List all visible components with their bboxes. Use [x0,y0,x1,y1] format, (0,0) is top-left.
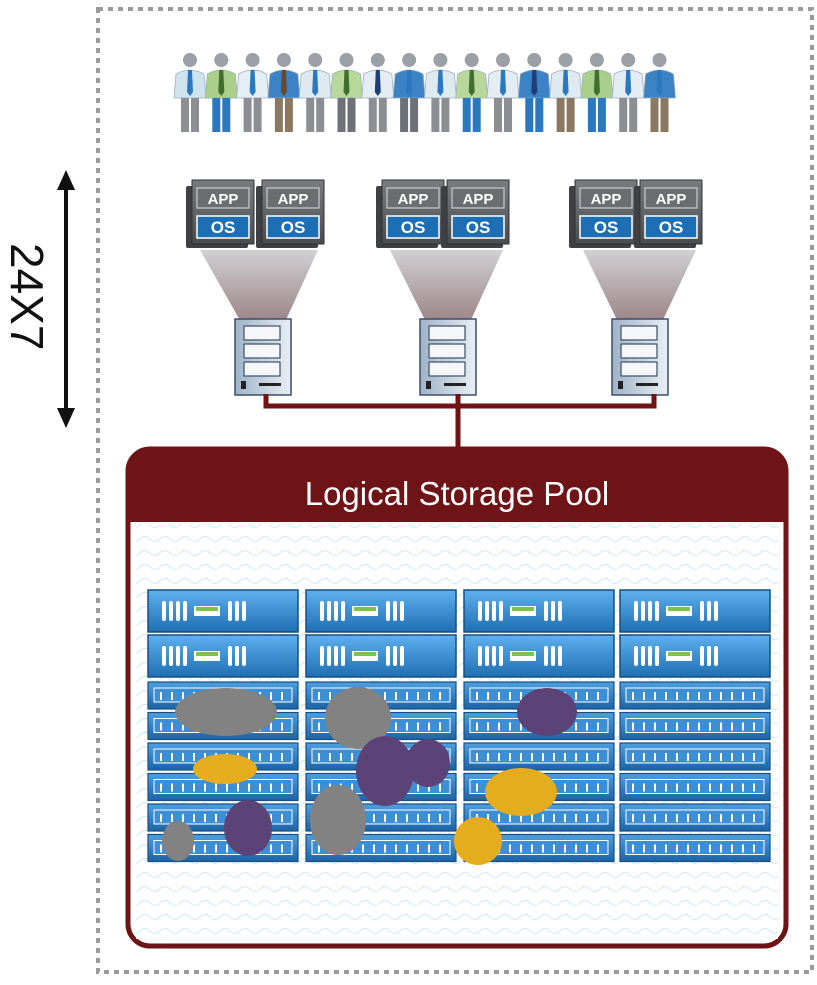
network-connection [263,394,657,452]
vm-stack: APP OS [634,179,703,248]
vm-stack: APP OS [441,179,510,248]
storage-controller [463,589,615,633]
storage-shelf [619,803,771,832]
user-icon [455,53,489,132]
vm-os-label: OS [659,218,684,237]
data-blob [356,736,414,806]
storage-controller [463,634,615,678]
user-icon [392,53,426,132]
pool-header-bar [128,449,786,522]
vm-os-label: OS [594,218,619,237]
data-blobs [162,687,577,865]
storage-controller [305,589,457,633]
vm-os-label: OS [466,218,491,237]
data-blob [175,688,277,736]
vm-app-label: APP [656,191,687,208]
data-blob [485,768,557,816]
user-icon [611,53,645,132]
vm-os-label: OS [281,218,306,237]
user-icon [486,53,520,132]
storage-controller [619,634,771,678]
data-blob [454,817,502,865]
projection-beam [200,250,318,322]
vm-app-label: APP [591,191,622,208]
availability-label: 24X7 [1,243,53,351]
storage-shelf [463,742,615,771]
vm-os-label: OS [401,218,426,237]
vm-app-label: APP [278,191,309,208]
user-icon [298,53,332,132]
physical-servers [234,318,669,396]
server-icon [234,318,292,396]
vm-stack: APP OS [256,179,325,248]
vm-os-label: OS [211,218,236,237]
pool-title: Logical Storage Pool [304,475,610,512]
system-boundary-frame [96,7,814,974]
user-icon [236,53,270,132]
data-blob [406,739,450,787]
user-icon [580,53,614,132]
storage-controller [305,634,457,678]
data-blob [310,785,366,855]
vm-app-label: APP [398,191,429,208]
user-icon [267,53,301,132]
vm-app-label: APP [463,191,494,208]
data-blob [224,800,272,856]
vm-app-label: APP [208,191,239,208]
vm-stack: APP OS [569,179,638,248]
vm-stack: APP OS [376,179,445,248]
user-icon [361,53,395,132]
data-blob [517,688,577,736]
user-icon [643,53,676,132]
storage-shelf [619,742,771,771]
user-icon [423,53,457,132]
user-icon [517,53,551,132]
user-icon [204,53,238,132]
storage-shelf [619,711,771,741]
virtual-machines: APP OS APP OS APP OS APP OS APP OS APP OS [186,179,703,248]
data-blob [193,754,257,784]
server-icon [419,318,477,396]
data-blob [162,821,194,861]
users-row [173,53,676,132]
storage-controller [147,589,299,633]
data-blob [325,687,391,749]
vm-stack: APP OS [186,179,255,248]
user-icon [330,53,363,132]
storage-shelf [619,772,771,802]
storage-shelf [619,681,771,710]
storage-controller [147,634,299,678]
availability-double-arrow [57,170,75,428]
projection-beams [200,250,696,322]
user-icon [173,53,207,132]
user-icon [549,53,583,132]
storage-controller [619,589,771,633]
storage-shelf [619,833,771,863]
projection-beam [583,250,696,322]
server-icon [611,318,669,396]
projection-beam [390,250,503,322]
